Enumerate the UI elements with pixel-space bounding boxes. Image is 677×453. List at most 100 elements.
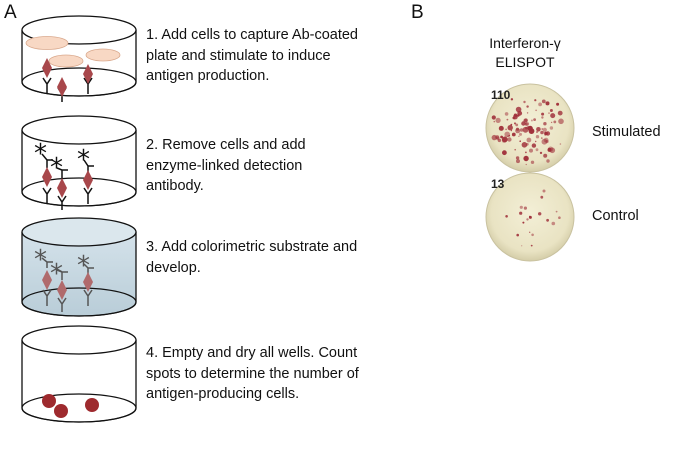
- elispot-spot: [501, 138, 507, 143]
- elispot-spot: [527, 125, 533, 131]
- step-4-text: 4. Empty and dry all wells. Count spots …: [146, 345, 359, 402]
- well-1: [21, 15, 137, 102]
- elispot-spot: [521, 142, 528, 148]
- elispot-spot: [523, 100, 526, 104]
- elispot-spot: [505, 128, 507, 131]
- elispot-spot: [518, 135, 520, 137]
- elispot-spot: [500, 135, 503, 139]
- elispot-spot: [519, 132, 522, 136]
- elispot-spot: [541, 128, 544, 130]
- elispot-spot: [544, 131, 547, 135]
- elispot-spot: [535, 140, 537, 143]
- elispot-spot: [511, 132, 516, 137]
- elispot-spot: [549, 126, 554, 130]
- antigen-diamond: [57, 178, 67, 198]
- elispot-spot: [504, 131, 511, 138]
- elispot-spot: [517, 114, 520, 117]
- elispot-spot: [556, 102, 560, 106]
- elispot-spot: [540, 195, 544, 199]
- label-control: Control: [592, 208, 639, 224]
- elispot-spot: [545, 101, 550, 106]
- elispot-spot: [495, 117, 501, 123]
- elispot-spot: [541, 99, 546, 104]
- elispot-spot: [505, 215, 508, 218]
- enzyme-asterisk: *: [34, 245, 47, 275]
- well-3: * * *: [21, 217, 137, 317]
- elispot-spot: [507, 137, 512, 142]
- antigen-diamond: [57, 280, 67, 300]
- elispot-spot: [521, 121, 526, 126]
- antigen-diamond: [83, 64, 93, 84]
- well-4: [21, 325, 137, 423]
- elispot-spot: [534, 99, 537, 102]
- elispot-spot: [546, 159, 550, 163]
- elispot-spot: [519, 211, 523, 215]
- cell: [25, 36, 69, 50]
- elispot-spot: [550, 113, 556, 119]
- step-1-text: 1. Add cells to capture Ab-coated plate …: [146, 27, 358, 84]
- elispot-spot: [507, 125, 513, 131]
- elispot-spot: [530, 160, 535, 164]
- elispot-spot: [510, 130, 512, 132]
- elispot-spot: [529, 148, 533, 153]
- elispot-spot: [491, 115, 496, 120]
- antigen-diamond: [42, 167, 52, 187]
- elispot-spot: [523, 206, 528, 210]
- step-3-text: 3. Add colorimetric substrate and develo…: [146, 239, 358, 276]
- elispot-spot: [543, 122, 547, 126]
- elispot-title-line1: Interferon-γ: [489, 35, 561, 51]
- elispot-spot: [516, 233, 519, 237]
- elispot-spot: [512, 117, 514, 119]
- plate-stimulated: [485, 83, 575, 173]
- elispot-spot: [526, 112, 529, 114]
- elispot-spot: [498, 125, 504, 131]
- elispot-spot: [496, 136, 500, 141]
- label-stimulated: Stimulated: [592, 124, 661, 140]
- elispot-spot: [548, 112, 550, 114]
- elispot-spot: [541, 138, 548, 145]
- elispot-spot: [539, 151, 543, 155]
- elispot-spot: [529, 216, 532, 218]
- elispot-spot: [530, 119, 533, 122]
- elispot-spot: [515, 106, 522, 113]
- elispot-spot: [550, 121, 553, 124]
- elispot-spot: [514, 148, 516, 151]
- elispot-spot: [549, 109, 553, 112]
- antigen-diamond: [83, 170, 93, 190]
- elispot-spot: [526, 218, 529, 221]
- elispot-spot: [525, 163, 527, 166]
- spot: [85, 398, 99, 412]
- elispot-spot: [506, 118, 509, 121]
- elispot-title-line2: ELISPOT: [495, 54, 555, 70]
- elispot-spot: [535, 148, 539, 152]
- elispot-spot: [491, 134, 497, 141]
- elispot-spot: [553, 120, 557, 124]
- elispot-spot: [513, 113, 518, 117]
- panel-label-a: A: [4, 2, 17, 23]
- elispot-spot: [558, 216, 561, 219]
- step-2-text: 2. Remove cells and add enzyme-linked de…: [146, 137, 306, 194]
- elispot-spot: [515, 156, 520, 160]
- elispot-spot: [529, 231, 531, 233]
- elispot-spot: [526, 105, 529, 108]
- elispot-spot: [547, 147, 552, 152]
- elispot-spot: [531, 233, 534, 237]
- enzyme-asterisk: *: [50, 259, 63, 289]
- elispot-spot: [507, 135, 509, 137]
- spot: [54, 404, 68, 418]
- elispot-spot: [535, 135, 540, 139]
- well-count-stimulated: 110: [491, 88, 511, 102]
- elispot-spot: [555, 210, 558, 213]
- elispot-spot: [526, 137, 532, 143]
- elispot-spot: [545, 139, 549, 144]
- elispot-spot: [525, 151, 527, 154]
- elispot-spot: [530, 244, 533, 247]
- plate-control: [485, 172, 575, 262]
- elispot-spot: [541, 112, 545, 116]
- elispot-spot: [542, 127, 547, 132]
- elispot-spot: [533, 118, 536, 121]
- elispot-spot: [543, 137, 549, 143]
- enzyme-asterisk: *: [34, 139, 47, 169]
- antigen-diamond: [42, 270, 52, 290]
